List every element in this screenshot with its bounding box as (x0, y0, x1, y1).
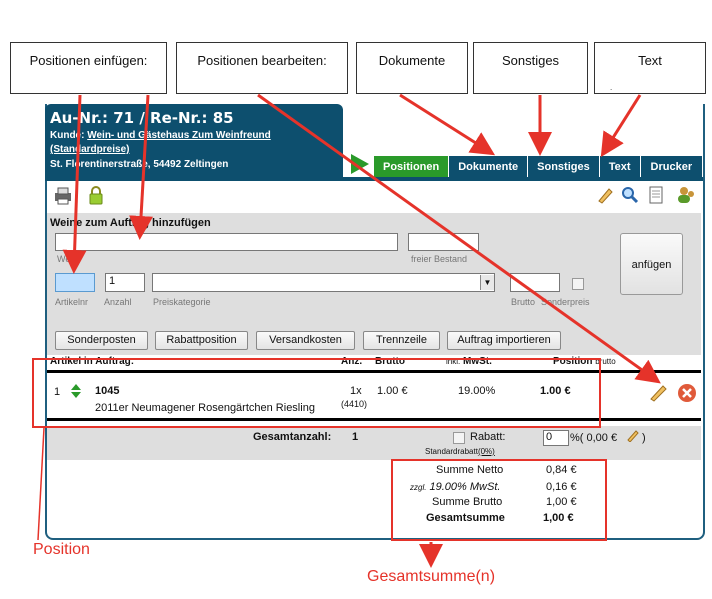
annotation-position-box (32, 358, 601, 428)
free-stock-field (408, 233, 479, 251)
tab-text[interactable]: Text (599, 156, 641, 178)
callout-dokumente: Dokumente (356, 42, 468, 94)
discount-position-button[interactable]: Rabattposition (155, 331, 248, 350)
grand-total: 1,00 € (543, 512, 574, 524)
item-stock: (4410) (341, 399, 368, 409)
item-index: 1 (54, 386, 61, 398)
special-item-button[interactable]: Sonderposten (55, 331, 148, 350)
separator-line-button[interactable]: Trennzeile (363, 331, 440, 350)
chevron-down-icon[interactable]: ▼ (480, 275, 494, 290)
vat-sum: 0,16 € (546, 481, 577, 493)
gross-price-input[interactable] (510, 273, 560, 292)
edit-pencil-icon[interactable] (596, 186, 614, 204)
wine-label: Wein (57, 254, 78, 264)
callout-text: Text (594, 42, 706, 94)
net-sum: 0,84 € (546, 464, 577, 476)
delete-icon[interactable] (677, 383, 697, 403)
grand-total-label: Gesamtsumme (426, 512, 505, 524)
article-number-label: Artikelnr (55, 297, 89, 307)
move-updown-icon[interactable] (71, 384, 81, 398)
gross-price-label: Brutto (511, 297, 536, 307)
price-category-select[interactable] (152, 273, 495, 292)
special-price-label: Sonderpreis (541, 297, 590, 307)
callout-sonstiges: Sonstiges (473, 42, 588, 94)
annotation-totals-label: Gesamtsumme(n) (367, 568, 496, 585)
search-icon[interactable] (621, 186, 639, 204)
tab-positionen[interactable]: Positionen (374, 156, 450, 178)
tab-underline (45, 177, 703, 181)
wine-search-input[interactable] (55, 233, 398, 251)
vat-sum-label: zzgl. 19.00% MwSt. (410, 481, 501, 493)
discount-amount: %( 0,00 € (570, 432, 618, 444)
price-category-label: Preiskategorie (153, 297, 211, 307)
total-count: 1 (352, 431, 359, 443)
callout-positionen-einfuegen: Positionen einfügen: (10, 42, 167, 94)
annotation-position-label: Position (33, 541, 90, 558)
customer-address: St. Florentinerstraße, 54492 Zeltingen (50, 159, 229, 170)
item-gross: 1.00 € (377, 385, 408, 397)
item-quantity: 1x (350, 385, 362, 397)
item-vat: 19.00% (458, 385, 496, 397)
discount-checkbox[interactable] (453, 432, 465, 444)
quantity-input[interactable]: 1 (105, 273, 145, 292)
item-name: 2011er Neumagener Rosengärtchen Riesling (95, 402, 315, 414)
special-price-checkbox[interactable] (572, 278, 584, 290)
callout-positionen-bearbeiten: Positionen bearbeiten: (176, 42, 348, 94)
edit-item-icon[interactable] (648, 382, 668, 402)
free-stock-label: freier Bestand (411, 254, 468, 264)
discount-label: Rabatt: (470, 431, 506, 443)
pricelist-link[interactable]: (Standardpreise) (50, 144, 130, 155)
quantity-label: Anzahl (104, 297, 132, 307)
col-article: Artikel in Auftrag: (50, 356, 135, 367)
item-position-total: 1.00 € (540, 385, 571, 397)
standard-discount-label: Standardrabatt(0%) (425, 447, 495, 456)
tab-sonstiges[interactable]: Sonstiges (528, 156, 600, 178)
edit-discount-icon[interactable] (626, 428, 640, 442)
shipping-costs-button[interactable]: Versandkosten (256, 331, 355, 350)
total-count-label: Gesamtanzahl: (253, 431, 332, 443)
article-number-input[interactable] (55, 273, 95, 292)
append-button[interactable]: anfügen (620, 233, 683, 295)
add-wine-heading: Weine zum Auftrag hinzufügen (50, 217, 211, 229)
gross-sum: 1,00 € (546, 496, 577, 508)
discount-percent-input[interactable]: 0 (543, 430, 569, 446)
tab-drucker[interactable]: Drucker (640, 156, 704, 178)
net-sum-label: Summe Netto (436, 464, 504, 476)
totals-bar (47, 426, 701, 460)
item-article-number: 1045 (95, 385, 120, 397)
document-icon[interactable] (648, 186, 664, 204)
printer-icon[interactable] (52, 186, 74, 206)
discount-close-paren: ) (642, 432, 646, 444)
item-rule (47, 418, 701, 421)
lock-icon[interactable] (88, 185, 104, 205)
users-icon[interactable] (676, 185, 696, 205)
order-title: Au-Nr.: 71 / Re-Nr.: 85 (50, 109, 234, 127)
play-arrow-icon (351, 154, 369, 174)
order-header: Au-Nr.: 71 / Re-Nr.: 85 Kunde: Wein- und… (45, 104, 343, 178)
gross-sum-label: Summe Brutto (432, 496, 503, 508)
customer-prefix: Kunde: (50, 130, 88, 141)
tab-dokumente[interactable]: Dokumente (449, 156, 529, 178)
tab-bar: Positionen Dokumente Sonstiges Text Druc… (374, 156, 704, 178)
customer-line: Kunde: Wein- und Gästehaus Zum Weinfreun… (50, 130, 271, 141)
import-order-button[interactable]: Auftrag importieren (447, 331, 561, 350)
customer-link[interactable]: Wein- und Gästehaus Zum Weinfreund (87, 130, 271, 141)
annotation-totals-box (391, 459, 607, 541)
